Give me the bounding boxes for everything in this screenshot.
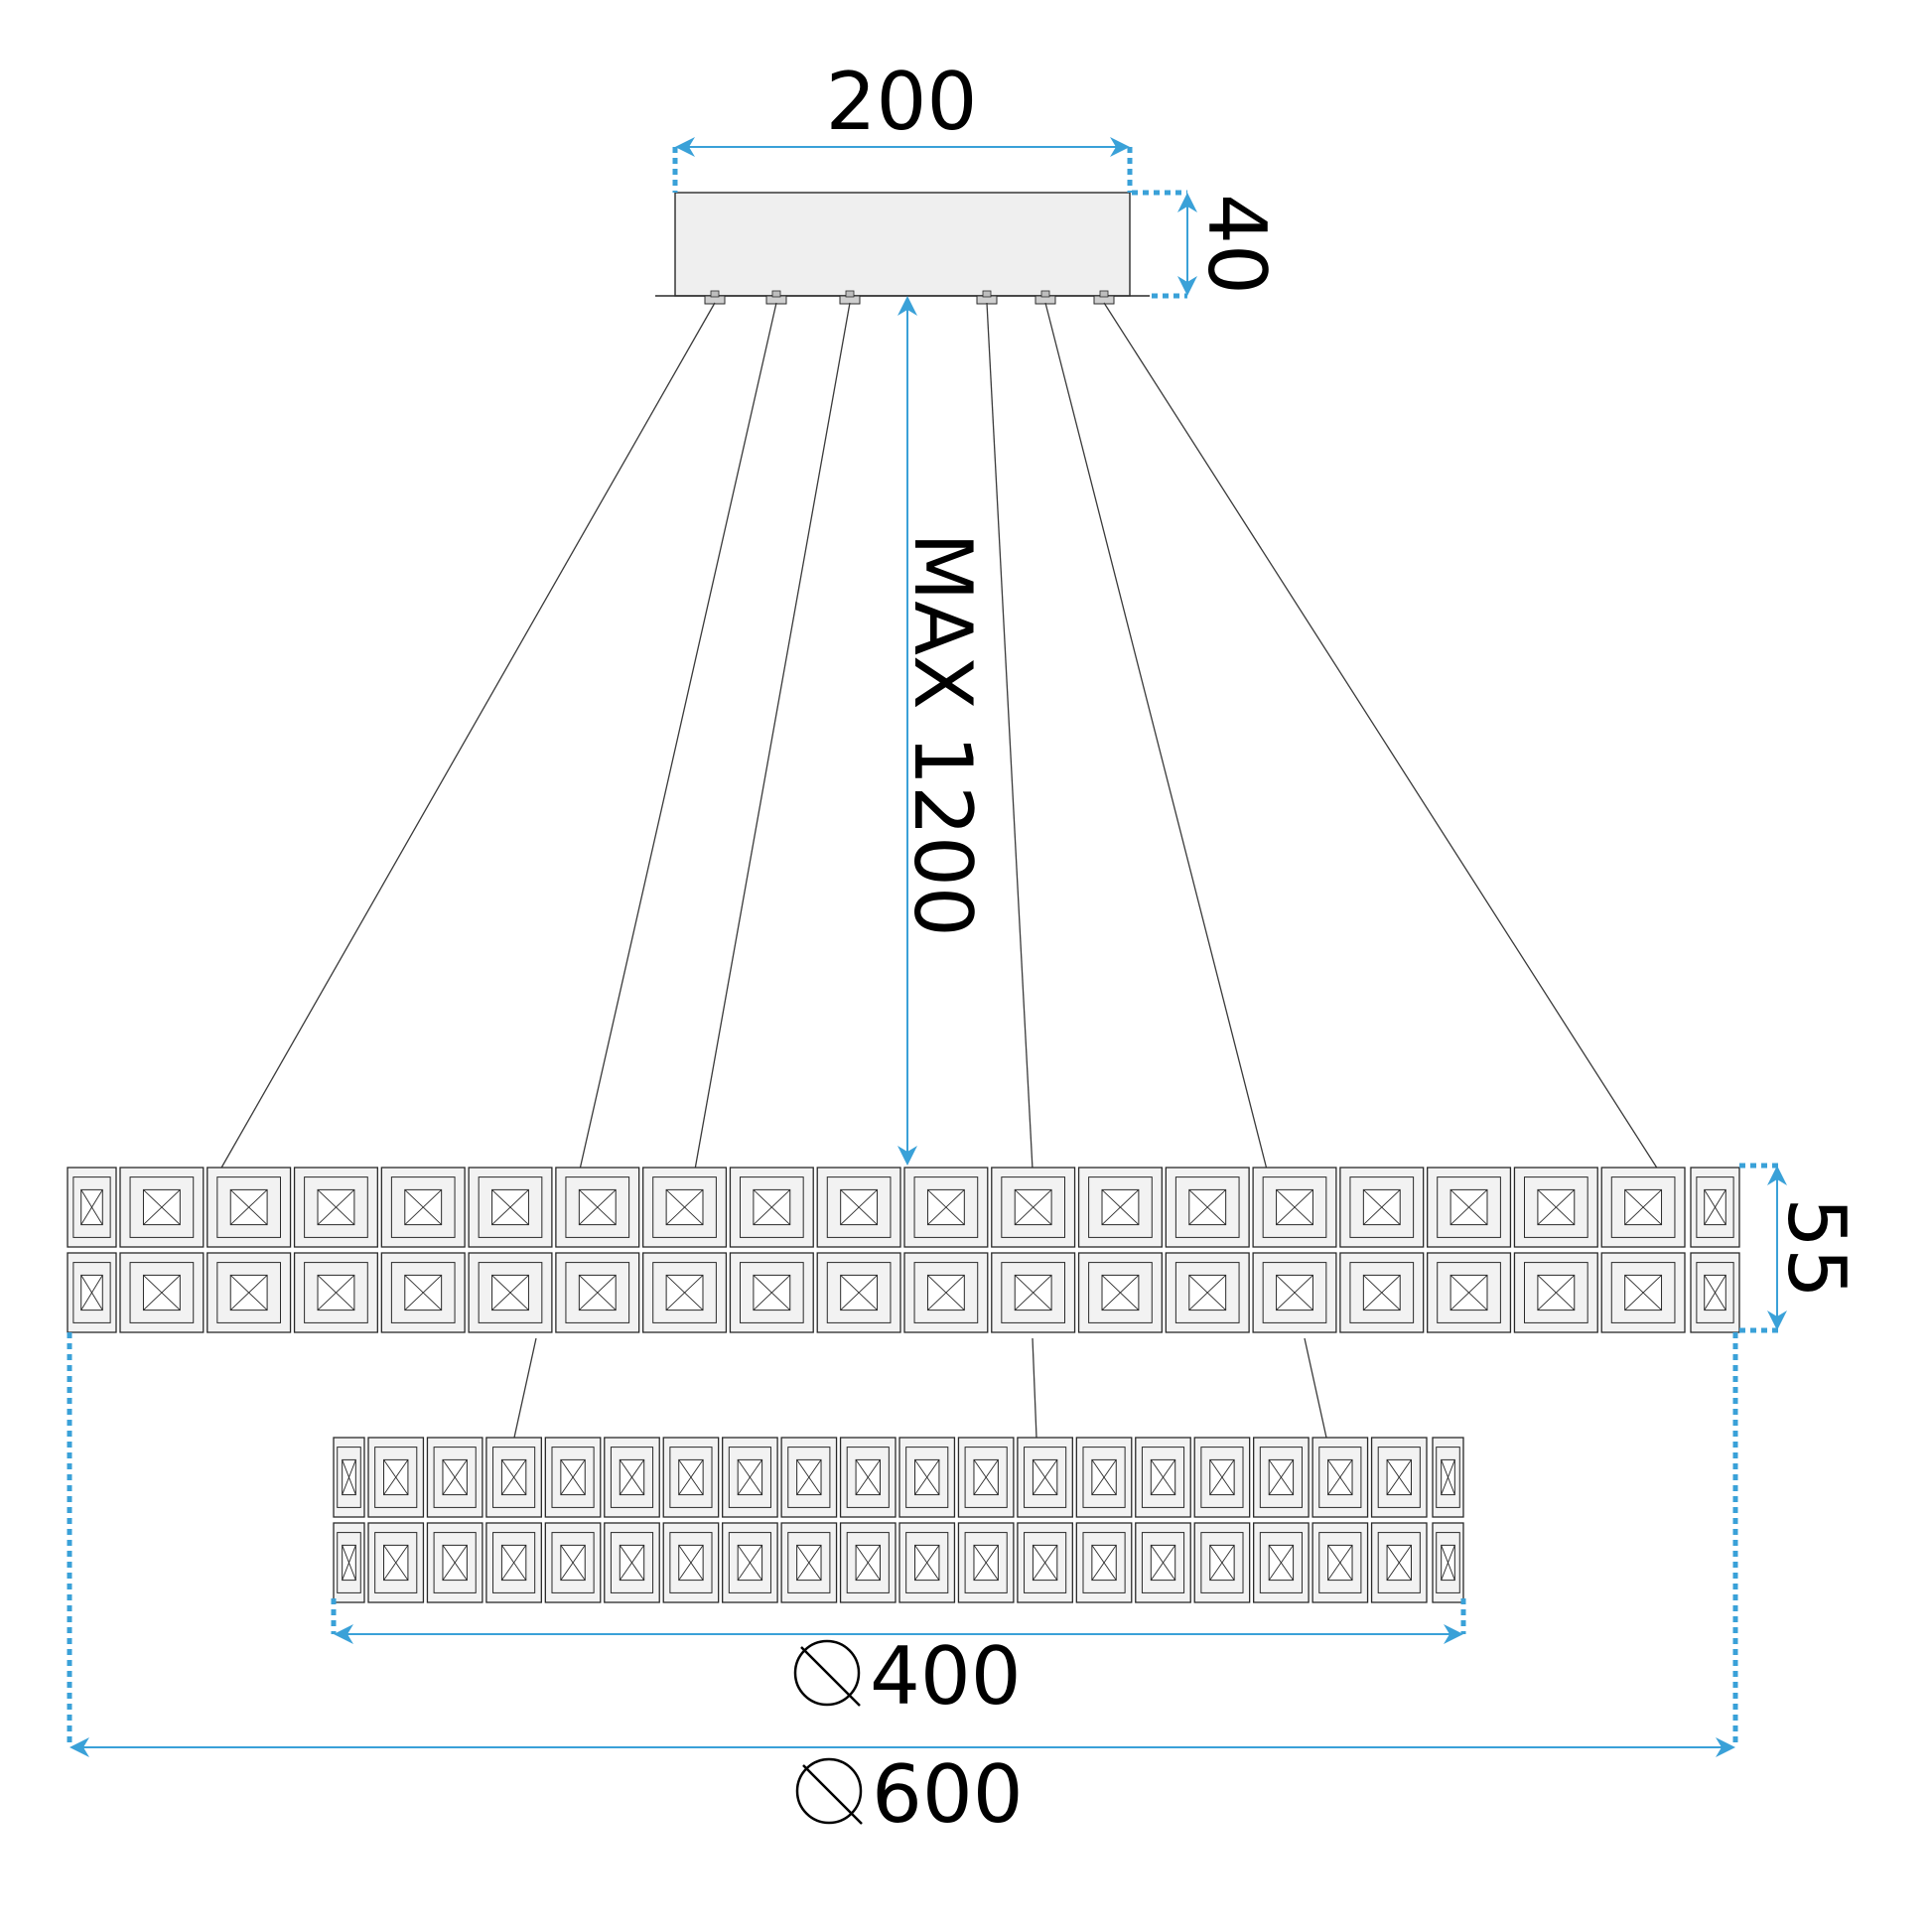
crystal-tile	[468, 1252, 553, 1333]
crystal-tile	[544, 1522, 602, 1603]
large-diameter-label: 600	[872, 1748, 1024, 1841]
crystal-tile	[555, 1167, 640, 1248]
crystal-tile	[991, 1252, 1076, 1333]
crystal-tile	[816, 1167, 901, 1248]
crystal-tile	[722, 1522, 778, 1603]
crystal-tile	[119, 1252, 205, 1333]
crystal-tile	[119, 1167, 205, 1248]
small-crystal-ring	[333, 1437, 1464, 1603]
crystal-tile	[1311, 1437, 1369, 1518]
crystal-tile	[642, 1252, 728, 1333]
crystal-tile	[1077, 1252, 1163, 1333]
crystal-tile	[1252, 1167, 1337, 1248]
crystal-tile	[1513, 1167, 1598, 1248]
crystal-tile	[333, 1437, 365, 1518]
crystal-tile	[367, 1522, 425, 1603]
ceiling-canopy	[655, 192, 1150, 297]
max-drop-label: MAX 1200	[897, 532, 989, 937]
crystal-tile	[1311, 1522, 1369, 1603]
crystal-tile	[898, 1437, 956, 1518]
crystal-tile	[604, 1437, 660, 1518]
crystal-tile	[1432, 1522, 1464, 1603]
diameter-symbol-icon	[793, 1639, 861, 1707]
crystal-tile	[1017, 1437, 1073, 1518]
small-diameter-label: 400	[870, 1630, 1022, 1723]
crystal-tile	[293, 1252, 378, 1333]
crystal-tile	[604, 1522, 660, 1603]
crystal-tile	[1017, 1522, 1073, 1603]
crystal-tile	[780, 1522, 838, 1603]
crystal-tile	[207, 1167, 292, 1248]
crystal-tile	[1075, 1522, 1133, 1603]
crystal-tile	[991, 1167, 1076, 1248]
crystal-tile	[1075, 1437, 1133, 1518]
crystal-tile	[957, 1522, 1015, 1603]
crystal-tile	[1077, 1167, 1163, 1248]
crystal-tile	[544, 1437, 602, 1518]
large-crystal-ring	[67, 1167, 1740, 1333]
crystal-tile	[468, 1167, 553, 1248]
crystal-tile	[1600, 1252, 1686, 1333]
crystal-tile	[1193, 1437, 1251, 1518]
crystal-tile	[729, 1167, 814, 1248]
crystal-tile	[380, 1167, 466, 1248]
crystal-tile	[1432, 1437, 1464, 1518]
crystal-tile	[816, 1252, 901, 1333]
crystal-tile	[1370, 1437, 1428, 1518]
crystal-tile	[1427, 1167, 1512, 1248]
crystal-tile	[1165, 1252, 1250, 1333]
crystal-tile	[1339, 1167, 1425, 1248]
crystal-tile	[662, 1522, 720, 1603]
crystal-tile	[839, 1522, 897, 1603]
crystal-tile	[426, 1437, 483, 1518]
crystal-tile	[1690, 1167, 1740, 1248]
crystal-tile	[780, 1437, 838, 1518]
crystal-tile	[485, 1437, 542, 1518]
crystal-tile	[207, 1252, 292, 1333]
crystal-tile	[1600, 1167, 1686, 1248]
crystal-tile	[1193, 1522, 1251, 1603]
crystal-tile	[722, 1437, 778, 1518]
crystal-tile	[729, 1252, 814, 1333]
crystal-tile	[903, 1167, 989, 1248]
crystal-tile	[555, 1252, 640, 1333]
crystal-tile	[380, 1252, 466, 1333]
crystal-tile	[1513, 1252, 1598, 1333]
ring-height-label: 55	[1770, 1197, 1863, 1299]
crystal-tile	[1253, 1522, 1310, 1603]
crystal-tile	[485, 1522, 542, 1603]
crystal-tile	[1690, 1252, 1740, 1333]
crystal-tile	[367, 1437, 425, 1518]
suspension-wires	[219, 302, 1659, 1439]
crystal-tile	[898, 1522, 956, 1603]
crystal-tile	[67, 1252, 117, 1333]
crystal-tile	[957, 1437, 1015, 1518]
canopy-width-label: 200	[826, 56, 978, 148]
crystal-tile	[662, 1437, 720, 1518]
crystal-tile	[426, 1522, 483, 1603]
crystal-tile	[67, 1167, 117, 1248]
crystal-tile	[1253, 1437, 1310, 1518]
crystal-tile	[839, 1437, 897, 1518]
canopy-height-label: 40	[1190, 194, 1283, 295]
dimension-lines	[67, 137, 1787, 1757]
crystal-tile	[1252, 1252, 1337, 1333]
crystal-tile	[1427, 1252, 1512, 1333]
crystal-tile	[1165, 1167, 1250, 1248]
crystal-tile	[293, 1167, 378, 1248]
crystal-tile	[1135, 1522, 1191, 1603]
crystal-tile	[1339, 1252, 1425, 1333]
diameter-symbol-icon	[795, 1757, 863, 1825]
crystal-tile	[903, 1252, 989, 1333]
crystal-tile	[642, 1167, 728, 1248]
crystal-tile	[1135, 1437, 1191, 1518]
crystal-tile	[333, 1522, 365, 1603]
crystal-tile	[1370, 1522, 1428, 1603]
